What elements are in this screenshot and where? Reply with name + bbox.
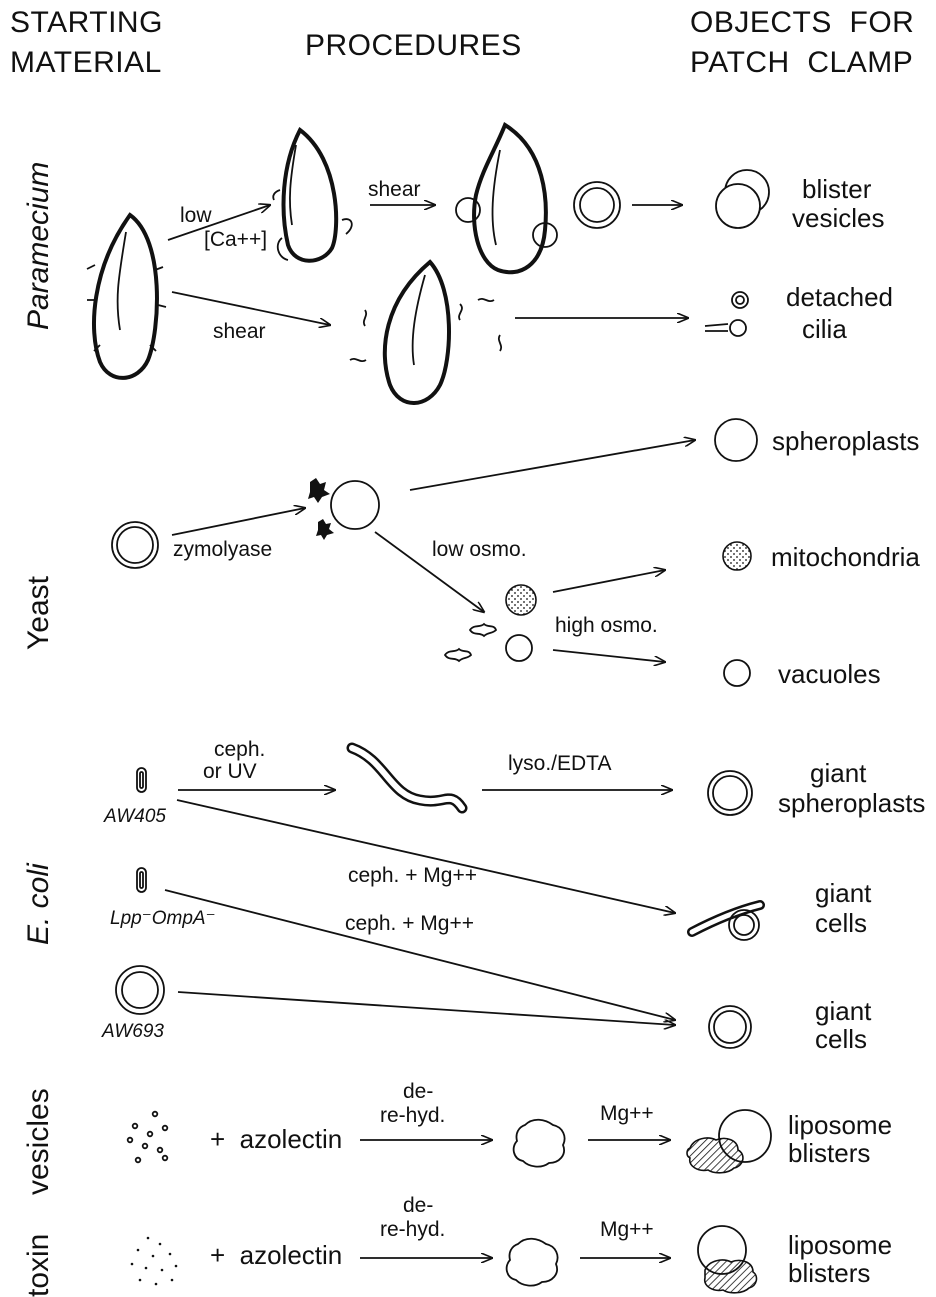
vesicle-particles [128,1112,168,1163]
proc-low: low [180,204,212,227]
proc-dehyd-1b: re-hyd. [380,1104,445,1127]
giant-cells-icon-1 [692,905,760,940]
row-label-vesicles: vesicles [22,1088,55,1195]
proc-shear-1: shear [368,178,421,201]
aw693-cell [116,966,164,1014]
header-objects-1: OBJECTS FOR [690,6,914,39]
obj-cilia-2: cilia [802,314,847,344]
paramecium-low-ca-cell [273,130,352,261]
paramecium-blistered-cell [456,125,557,272]
proc-or-uv: or UV [203,760,257,783]
obj-blister-2: vesicles [792,203,884,233]
proc-dehyd-2b: re-hyd. [380,1218,445,1241]
arrow-aw405-giant-cells [177,800,675,913]
row-label-yeast: Yeast [22,575,55,650]
paramecium-deciliated-cell [350,262,501,403]
row-label-ecoli: E. coli [22,862,55,945]
strain-aw693: AW693 [101,1021,164,1042]
header-objects-2: PATCH CLAMP [690,46,913,79]
arrow-lpp-giant-cells [165,890,675,1020]
header-procedures: PROCEDURES [305,29,522,62]
arrow-mitochondria [553,570,665,592]
strain-aw405: AW405 [103,806,166,827]
obj-liposome-2b: blisters [788,1258,870,1288]
obj-blister-1: blister [802,174,872,204]
proc-shear-2: shear [213,320,266,343]
filamentous-cell [352,748,462,808]
proc-dehyd-1a: de- [403,1080,433,1103]
mitochondrion-intermediate [506,585,536,615]
header-starting-2: MATERIAL [10,46,162,79]
arrow-aw693-giant-cells [178,992,675,1025]
proc-dehyd-2a: de- [403,1194,433,1217]
proc-high-osmo: high osmo. [555,614,658,637]
obj-giant-spheroplasts-1: giant [810,758,867,788]
liposome-blister-icon-2 [698,1226,756,1293]
spheroplast-icon [715,419,757,461]
proc-mg-2: Mg++ [600,1218,654,1241]
giant-spheroplast-icon [708,771,752,815]
proc-lyso-edta: lyso./EDTA [508,752,611,775]
proc-ca: [Ca++] [204,228,267,251]
vacuole-icon [724,660,750,686]
arrow-zymolyase [172,508,305,535]
toxin-particles [131,1237,178,1286]
row-label-toxin: toxin [22,1234,55,1297]
lpp-ompa-cell [137,868,146,892]
obj-vacuoles: vacuoles [778,659,881,689]
aw405-cell [137,768,146,792]
yeast-debris [445,624,496,661]
obj-spheroplasts: spheroplasts [772,426,919,456]
obj-giant-cells-1a: giant [815,878,872,908]
obj-liposome-1a: liposome [788,1110,892,1140]
yeast-spheroplast [331,481,379,529]
arrow-spheroplasts [410,440,695,490]
liposome-blister-icon-1 [687,1110,771,1173]
proc-ceph: ceph. [214,738,265,761]
proc-low-osmo: low osmo. [432,538,527,561]
proc-azolectin-1: + azolectin [210,1124,342,1154]
proc-mg-1: Mg++ [600,1102,654,1125]
proc-ceph-mg-1: ceph. + Mg++ [348,864,477,887]
yeast-start-cell [112,522,158,568]
proc-zymolyase: zymolyase [173,538,272,561]
obj-giant-cells-2b: cells [815,1024,867,1054]
multilamellar-liposome-2 [507,1239,558,1286]
obj-giant-spheroplasts-2: spheroplasts [778,788,925,818]
obj-liposome-1b: blisters [788,1138,870,1168]
obj-mitochondria: mitochondria [771,542,920,572]
giant-cells-icon-2 [709,1006,751,1048]
header-starting-1: STARTING [10,6,163,39]
obj-liposome-2a: liposome [788,1230,892,1260]
obj-giant-cells-1b: cells [815,908,867,938]
multilamellar-liposome-1 [514,1120,565,1167]
obj-giant-cells-2a: giant [815,996,872,1026]
row-label-paramecium: Paramecium [22,162,55,330]
obj-cilia-1: detached [786,282,893,312]
blister-vesicles-icon [716,170,769,228]
mitochondria-icon [723,542,751,570]
vacuole-intermediate [506,635,532,661]
proc-azolectin-2: + azolectin [210,1240,342,1270]
arrow-vacuoles [553,650,665,662]
paramecium-start-cell [87,215,166,378]
blister-vesicle-intermediate [574,182,620,228]
strain-lpp-ompa: Lpp⁻OmpA⁻ [110,908,216,929]
proc-ceph-mg-2: ceph. + Mg++ [345,912,474,935]
cell-wall-debris [308,478,334,540]
detached-cilia-icon [705,292,748,336]
